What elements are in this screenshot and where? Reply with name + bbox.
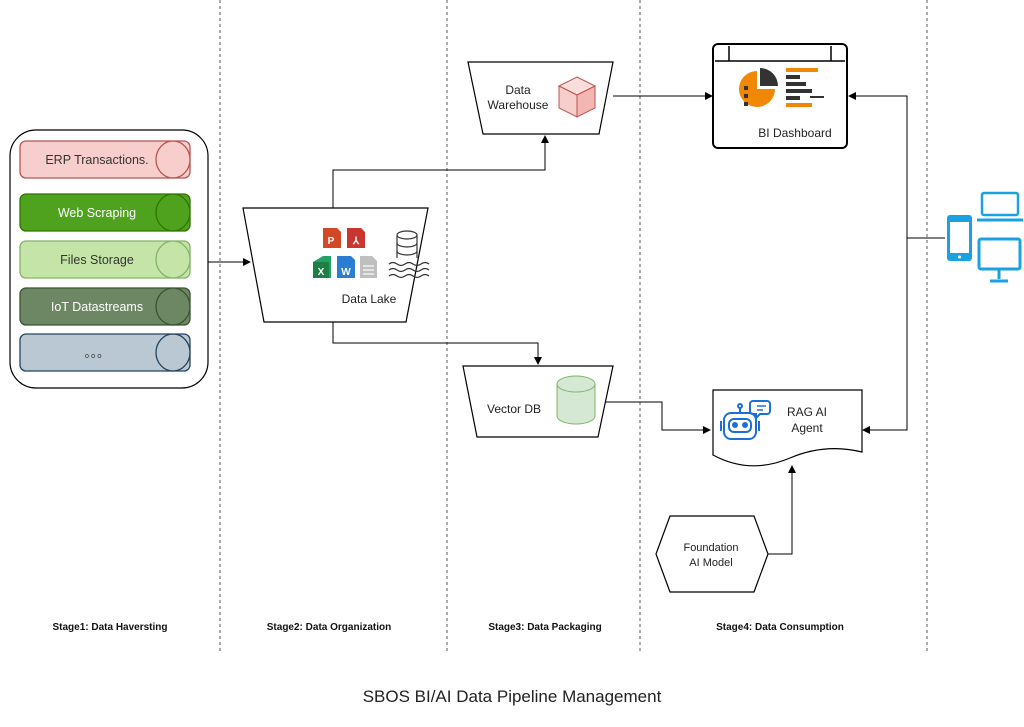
word-icon-letter: W: [341, 267, 351, 278]
connectors: [208, 92, 945, 555]
data-lake-label: Data Lake: [342, 292, 397, 306]
source-files-storage: Files Storage: [19, 240, 191, 279]
source-erp: ERP Transactions.: [19, 140, 191, 179]
arrow-lake-to-vectordb: [332, 322, 542, 365]
robot-icon: [720, 400, 771, 440]
source-label: IoT Datastreams: [51, 300, 143, 314]
data-lake-icon: [388, 230, 430, 279]
source-iot: IoT Datastreams: [19, 287, 191, 326]
data-lake-node: P ⅄ X W Data Lake: [242, 207, 430, 323]
stage-separators: [219, 0, 928, 652]
source-label: 。。。: [84, 346, 109, 360]
tablet-icon: [947, 215, 972, 261]
source-pipe-end-web: [155, 193, 191, 232]
ppt-file-icon: P: [323, 228, 341, 248]
bi-dashboard-label: BI Dashboard: [758, 126, 831, 140]
ppt-icon-letter: P: [328, 236, 335, 247]
source-pipe-end-more: [155, 333, 191, 372]
source-pipe-end-erp: [155, 140, 191, 179]
arrow-devices-to-dashboard: [848, 92, 908, 238]
stage-2-label: Stage2: Data Organization: [267, 622, 391, 633]
word-file-icon: W: [337, 256, 355, 278]
diagram-title: SBOS BI/AI Data Pipeline Management: [363, 687, 662, 706]
stage-labels: Stage1: Data Haversting Stage2: Data Org…: [52, 622, 843, 633]
source-pipe-end-files: [155, 240, 191, 279]
source-label: Web Scraping: [58, 206, 136, 220]
foundation-model-label-1: Foundation: [683, 542, 738, 554]
stage-4-label: Stage4: Data Consumption: [716, 622, 844, 633]
excel-icon-letter: X: [318, 267, 325, 278]
bi-dashboard-node: BI Dashboard: [712, 43, 848, 149]
arrow-foundation-to-agent: [768, 465, 796, 555]
data-warehouse-node: Data Warehouse: [467, 61, 614, 135]
arrow-devices-to-agent: [862, 238, 908, 434]
stage-3-label: Stage3: Data Packaging: [488, 622, 601, 633]
foundation-model-label-2: AI Model: [689, 557, 732, 569]
stage-1-label: Stage1: Data Haversting: [52, 622, 167, 633]
arrow-vectordb-to-agent: [602, 401, 711, 434]
data-lake-shape: [242, 207, 429, 323]
source-label: ERP Transactions.: [45, 153, 148, 167]
pie-chart-icon: [739, 68, 778, 107]
data-sources-group: ERP Transactions. Web Scraping Files Sto…: [9, 129, 209, 389]
cube-icon: [557, 76, 597, 118]
arrow-lake-to-warehouse: [332, 135, 549, 212]
monitor-icon: [977, 237, 1022, 283]
laptop-icon: [977, 191, 1023, 222]
foundation-model-node: Foundation AI Model: [655, 515, 769, 593]
foundation-model-shape: [655, 515, 769, 593]
data-warehouse-label-1: Data: [505, 83, 531, 97]
source-label: Files Storage: [60, 253, 134, 267]
rag-agent-label-2: Agent: [791, 421, 823, 435]
rag-agent-node: RAG AI Agent: [712, 389, 863, 467]
database-cylinder-icon: [556, 375, 596, 425]
source-web-scraping: Web Scraping: [19, 193, 191, 232]
data-warehouse-label-2: Warehouse: [488, 98, 549, 112]
pdf-icon-letter: ⅄: [352, 236, 360, 247]
rag-agent-label-1: RAG AI: [787, 405, 827, 419]
source-pipe-end-iot: [155, 287, 191, 326]
excel-file-icon: X: [313, 256, 331, 278]
bar-list-icon: [786, 68, 824, 107]
devices-group: [947, 191, 1023, 283]
pdf-file-icon: ⅄: [347, 228, 365, 248]
vector-db-label: Vector DB: [487, 402, 541, 416]
source-more: 。。。: [19, 333, 191, 372]
doc-file-icon: [360, 256, 377, 278]
vector-db-node: Vector DB: [462, 365, 614, 438]
